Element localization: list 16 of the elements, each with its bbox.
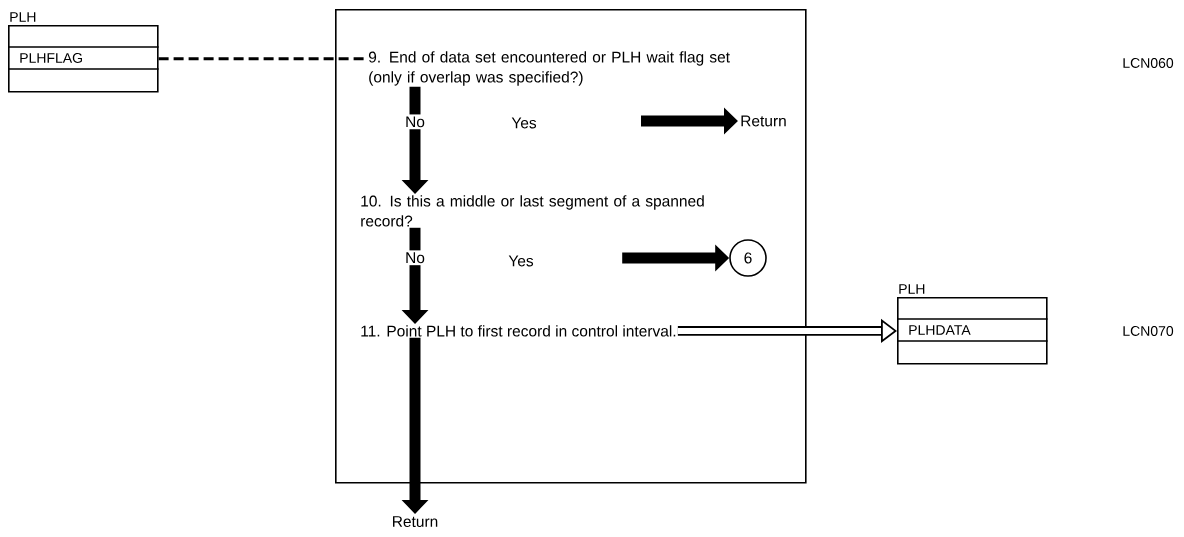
edge-label: No xyxy=(403,250,427,266)
module-label: LCN070 xyxy=(1123,326,1174,336)
record-name: PLH xyxy=(10,12,36,22)
return-text: Return xyxy=(393,516,438,527)
process-box xyxy=(335,9,807,484)
return-text: Return xyxy=(741,115,786,127)
branch-label: Yes xyxy=(508,255,534,267)
field-name: PLHDATA xyxy=(909,325,971,335)
step-text: 10. Is this a middle or last segment of a spanned record? xyxy=(361,195,704,227)
step-text: 9. End of data set encountered or PLH wait flag set (only if overlap was specified?) xyxy=(368,51,730,86)
field-name: PLHFLAG xyxy=(20,53,82,63)
record-name: PLH xyxy=(899,284,925,294)
edge-label: No xyxy=(403,114,427,130)
branch-label: Yes xyxy=(511,117,537,129)
step-text: 11. Point PLH to first record in control interval. xyxy=(361,325,676,337)
module-label: LCN060 xyxy=(1123,58,1174,68)
